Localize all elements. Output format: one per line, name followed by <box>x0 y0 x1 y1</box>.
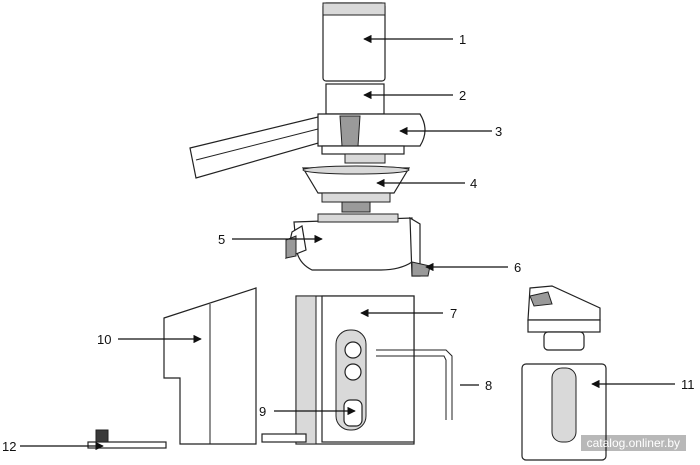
callout-4: 4 <box>470 176 477 191</box>
callout-1: 1 <box>459 32 466 47</box>
callout-2: 2 <box>459 88 466 103</box>
cleaning-brush-part <box>87 429 167 449</box>
pusher-part <box>322 2 386 82</box>
callout-10: 10 <box>97 332 111 347</box>
callout-8: 8 <box>485 378 492 393</box>
leader-lines <box>20 34 675 451</box>
juice-jug-part <box>521 285 607 461</box>
callout-6: 6 <box>514 260 521 275</box>
lid-part <box>189 113 426 179</box>
feed-chute-part <box>325 83 385 115</box>
motor-base-part <box>261 295 415 445</box>
callout-3: 3 <box>495 124 502 139</box>
callout-12: 12 <box>2 439 16 454</box>
callout-11: 11 <box>681 377 695 392</box>
filter-basket-part <box>301 165 411 213</box>
callout-numbers: 1 2 3 4 5 6 7 8 9 10 11 12 <box>2 32 695 454</box>
pulp-container-part <box>163 287 257 445</box>
watermark-label: catalog.onliner.by <box>580 435 686 451</box>
juice-collector-part <box>285 213 413 271</box>
callout-9: 9 <box>259 404 266 419</box>
locking-arm-part <box>376 349 453 420</box>
callout-7: 7 <box>450 306 457 321</box>
callout-5: 5 <box>218 232 225 247</box>
